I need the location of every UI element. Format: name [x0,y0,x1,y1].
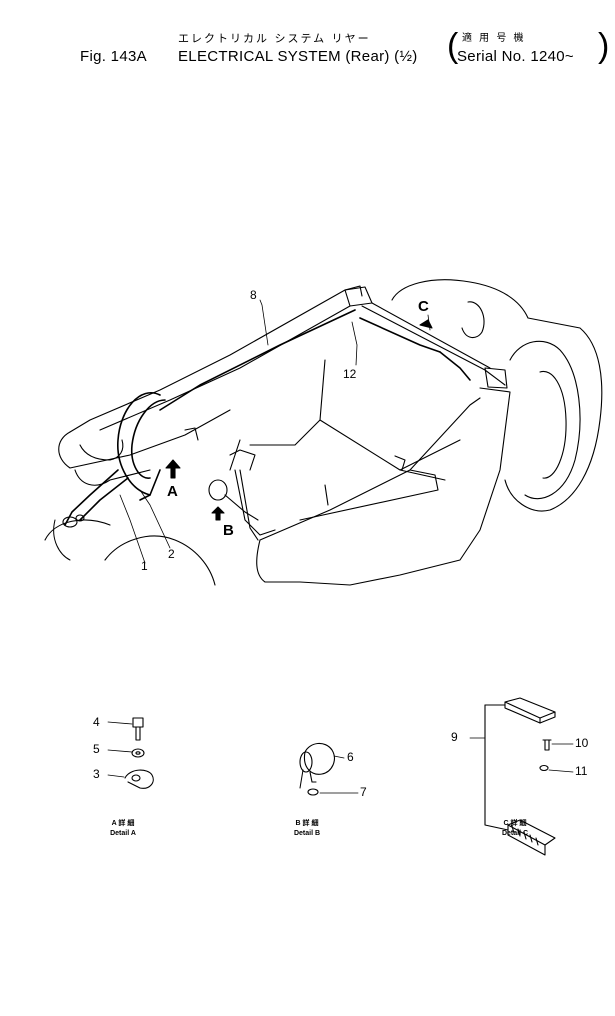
callout-11: 11 [575,764,588,778]
rear-tire [391,279,603,512]
detail-a-caption-jp: A 詳 細 [111,820,135,827]
callout-3: 3 [93,767,100,781]
callout-10: 10 [575,736,589,750]
callout-6: 6 [347,750,354,764]
callout-leaders [119,299,431,564]
frame-body [58,285,511,586]
diagram-title: ELECTRICAL SYSTEM (Rear) (½) [178,48,418,65]
callout-8: 8 [250,288,257,302]
detail-b-caption: Detail B [293,830,321,837]
callout-7: 7 [360,785,367,799]
applicable-models-jp: 適 用 号 機 [462,33,526,44]
detail-c-parts [469,697,574,856]
callout-2: 2 [168,547,175,561]
callout-12: 12 [343,367,357,381]
japanese-title: エレクトリカル システム リヤー [178,32,371,45]
front-tire-arc-2 [104,535,216,586]
detail-b-caption-jp: B 詳 細 [295,820,319,827]
wire-harness [53,309,471,561]
detail-c-caption-jp: C 詳 細 [503,820,527,827]
front-tire-arc [44,519,111,541]
view-arrows [165,319,433,521]
detail-a-parts [107,717,154,789]
front-connector [62,514,85,528]
detail-c-caption: Detail C [501,830,529,837]
callout-4: 4 [93,715,100,729]
callout-1: 1 [141,559,148,573]
view-marker-b: B [223,522,234,539]
lamp-b [208,479,259,521]
detail-b-parts [299,742,359,796]
figure-number: Fig. 143A [80,48,147,65]
right-paren: ) [598,27,610,65]
serial-number-range: Serial No. 1240~ [457,48,574,65]
left-paren: ( [447,27,459,65]
view-marker-c: C [418,298,429,315]
view-marker-a: A [167,483,178,500]
callout-5: 5 [93,742,100,756]
detail-a-caption: Detail A [110,830,136,837]
callout-9: 9 [451,730,458,744]
